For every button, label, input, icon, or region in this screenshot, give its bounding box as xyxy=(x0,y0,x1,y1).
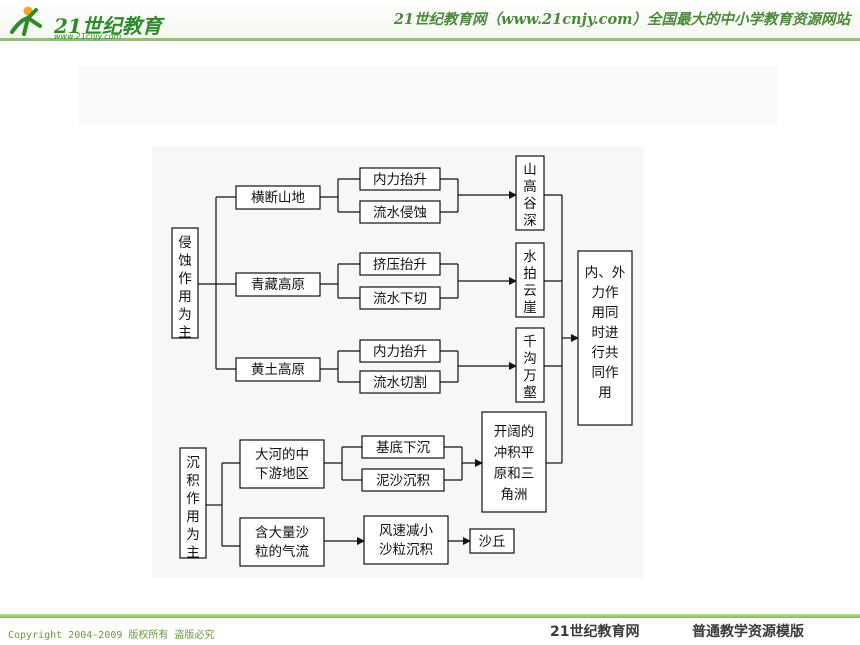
hengduan-down-box xyxy=(359,200,441,224)
huangtu-label: 黄土高原 xyxy=(251,361,305,378)
kaikuo-line: 角洲 xyxy=(501,487,528,503)
erosion-group-char: 主 xyxy=(178,325,192,341)
footer-brand: 21世纪教育网 xyxy=(550,624,640,640)
huangtu-box xyxy=(235,357,321,382)
hengduan-up-label: 内力抬升 xyxy=(373,172,427,188)
deposition-group-char: 用 xyxy=(186,509,200,525)
qingzang-down-label: 流水下切 xyxy=(373,291,427,307)
hengduan-down-label: 流水侵蚀 xyxy=(373,204,427,221)
erosion-group-char: 用 xyxy=(178,289,192,305)
qiangou-box xyxy=(515,327,545,403)
dahe-box xyxy=(239,439,325,489)
hengduan-box xyxy=(235,185,321,210)
qiangou-char: 沟 xyxy=(523,351,537,367)
qingzang-up-box xyxy=(359,252,441,276)
qiangou-char: 千 xyxy=(523,334,537,350)
shuipai-char: 云 xyxy=(523,283,537,299)
dahe-down-label: 泥沙沉积 xyxy=(376,473,430,489)
result-line: 行共 xyxy=(592,345,619,361)
dahe-up-box xyxy=(361,435,445,459)
shangao-char: 山 xyxy=(523,162,537,178)
dahe-up-label: 基底下沉 xyxy=(376,439,430,456)
result-line: 用 xyxy=(598,385,612,401)
site-title: 21世纪教育网（www.21cnjy.com）全国最大的中小学教育资源网站 xyxy=(393,11,850,28)
shangao-box xyxy=(515,155,545,231)
erosion-group-char: 作 xyxy=(178,271,192,287)
hengduan-label: 横断山地 xyxy=(251,190,305,206)
qiangou-char: 万 xyxy=(523,368,537,384)
deposition-group-char: 主 xyxy=(186,545,200,561)
shamo-box xyxy=(239,517,325,567)
shuipai-box xyxy=(515,242,545,318)
shaqiu-label: 沙丘 xyxy=(479,534,506,550)
shangao-char: 高 xyxy=(523,178,537,195)
logo-text: 21世纪教育 xyxy=(54,14,162,38)
wind-label-line2: 沙粒沉积 xyxy=(379,542,433,558)
deposition-group-char: 沉 xyxy=(186,455,200,471)
dahe-down-box xyxy=(361,468,445,492)
kaikuo-box xyxy=(481,411,547,513)
result-line: 时进 xyxy=(592,325,620,341)
deposition-group-char: 为 xyxy=(186,527,200,543)
header-divider xyxy=(0,38,860,41)
shamo-label-line2: 粒的气流 xyxy=(255,544,309,560)
copyright-text: Copyright 2004-2009 版权所有 盗版必究 xyxy=(8,630,215,641)
qingzang-up-label: 挤压抬升 xyxy=(373,257,427,273)
title-placeholder-panel xyxy=(78,66,778,124)
erosion-group-char: 为 xyxy=(178,307,192,323)
erosion-group-box xyxy=(171,227,199,339)
deposition-group-box xyxy=(179,447,207,559)
footer-template-label: 普通教学资源模版 xyxy=(692,624,804,640)
diagram-boxes xyxy=(171,155,633,567)
logo-url: www.21cnjy.com xyxy=(54,32,122,41)
wind-label-line1: 风速减小 xyxy=(379,523,433,539)
qingzang-down-box xyxy=(359,286,441,310)
kaikuo-line: 开阔的 xyxy=(494,424,535,440)
header-bar xyxy=(0,0,860,40)
huangtu-up-box xyxy=(359,339,441,363)
shuipai-char: 水 xyxy=(523,249,537,265)
shuipai-char: 崖 xyxy=(523,300,537,316)
wind-box xyxy=(363,515,449,565)
footer-divider xyxy=(0,614,860,618)
footer-bar xyxy=(0,614,860,645)
connector-lines xyxy=(198,178,579,547)
shangao-char: 谷 xyxy=(523,196,537,212)
shuipai-char: 拍 xyxy=(523,266,537,282)
huangtu-down-box xyxy=(359,370,441,394)
shaqiu-box xyxy=(469,528,515,554)
qiangou-char: 壑 xyxy=(523,384,537,401)
runner-logo-icon xyxy=(10,6,42,36)
kaikuo-line: 冲积平 xyxy=(494,445,535,461)
result-box xyxy=(577,250,633,426)
huangtu-up-label: 内力抬升 xyxy=(373,344,427,360)
result-line: 力作 xyxy=(592,285,619,301)
dahe-label-line1: 大河的中 xyxy=(255,447,309,463)
huangtu-down-label: 流水切割 xyxy=(373,374,427,391)
deposition-group-char: 作 xyxy=(186,491,200,507)
erosion-group-char: 蚀 xyxy=(178,253,192,269)
kaikuo-line: 原和三 xyxy=(494,466,535,482)
deposition-group-char: 积 xyxy=(186,473,200,489)
shangao-char: 深 xyxy=(523,213,537,229)
erosion-group-char: 侵 xyxy=(178,234,192,251)
result-line: 内、外 xyxy=(585,265,626,281)
shamo-label-line1: 含大量沙 xyxy=(255,525,309,541)
result-line: 同作 xyxy=(592,365,619,381)
hengduan-up-box xyxy=(359,167,441,191)
logo: 21世纪教育 www.21cnjy.com xyxy=(6,4,166,41)
result-line: 用同 xyxy=(592,305,619,321)
qingzang-label: 青藏高原 xyxy=(251,276,305,293)
qingzang-box xyxy=(235,272,321,297)
diagram-labels: 侵 蚀 作 用 为 主 横断山地 青藏高原 黄土高原 内力抬升 流水侵蚀 挤压抬… xyxy=(178,162,625,561)
dahe-label-line2: 下游地区 xyxy=(255,466,309,482)
